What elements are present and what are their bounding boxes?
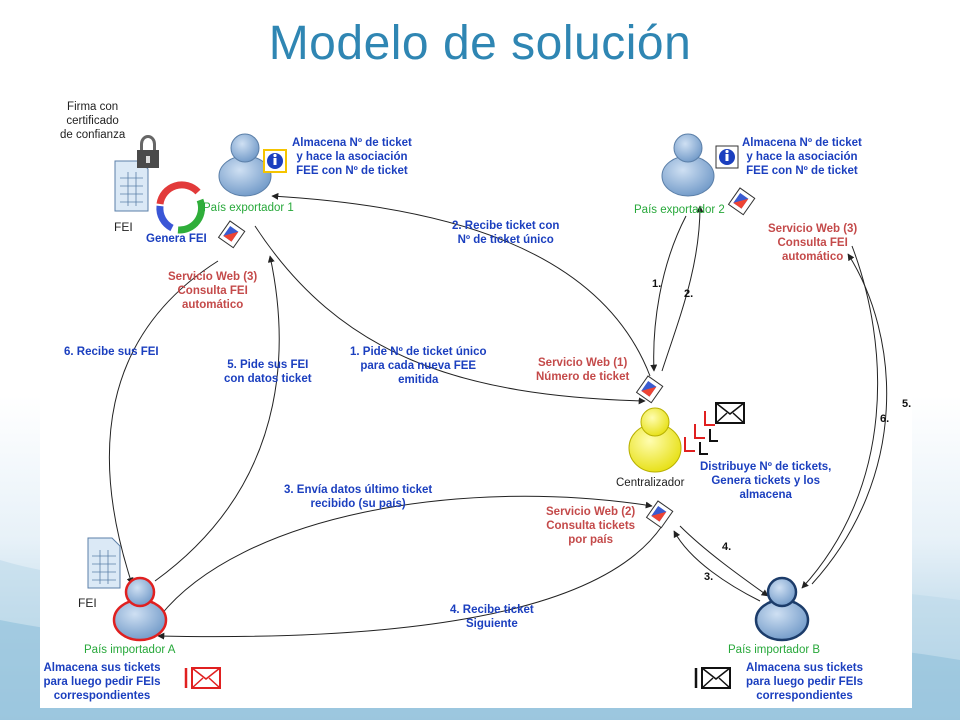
mail-stack-icon — [684, 402, 745, 455]
lock-icon — [137, 135, 159, 168]
ws1-label: Servicio Web (1)Número de ticket — [536, 357, 630, 383]
fei-bottom-label: FEI — [78, 596, 97, 610]
web-service-icon-ws1 — [635, 375, 664, 404]
r4-label: 4. — [722, 541, 732, 553]
person-importadorB-icon — [754, 576, 810, 642]
r3-label: 3. — [704, 571, 714, 583]
arrow-r3 — [673, 530, 761, 602]
mail-icon-importadorB — [694, 667, 731, 689]
arrow-r2 — [661, 205, 704, 372]
recycle-icon — [156, 181, 206, 234]
arrow-r4 — [679, 525, 769, 597]
person-importadorA-icon — [112, 576, 168, 642]
arrow-r5 — [811, 253, 888, 585]
info-icon-exp2 — [715, 145, 739, 169]
person-exportador2-icon — [661, 133, 715, 197]
arrow-r6 — [801, 245, 879, 589]
web-service-icon-ws2 — [645, 500, 674, 529]
info-icon-exp1 — [263, 149, 287, 173]
exportador2-label: País exportador 2 — [634, 204, 725, 216]
r2-label: 2. — [684, 288, 694, 300]
genera-fei-label: Genera FEI — [146, 233, 207, 245]
arrow-r1 — [650, 215, 687, 372]
person-centralizador-icon — [628, 407, 682, 473]
distribuye-label: Distribuye Nº de tickets,Genera tickets … — [700, 461, 832, 501]
arrow-6-label: 6. Recibe sus FEI — [64, 346, 159, 358]
exportador1-label: País exportador 1 — [203, 202, 294, 214]
arrow-6-recibe-fei — [108, 260, 219, 585]
slide-title: Modelo de solución — [268, 17, 692, 70]
arrow-1-pide-ticket — [254, 225, 646, 405]
arrow-5-pide-fei — [154, 255, 280, 582]
r6-label: 6. — [880, 413, 890, 425]
importadorB-label: País importador B — [728, 644, 821, 656]
centralizador-label: Centralizador — [616, 477, 685, 489]
fei-top-label: FEI — [114, 220, 133, 234]
arrow-2-recibe-ticket — [271, 192, 651, 377]
r1-label: 1. — [652, 278, 662, 290]
mail-icon-importadorA — [184, 667, 221, 689]
importadorA-label: País importador A — [84, 644, 176, 656]
diagram-graphics — [87, 133, 888, 689]
arrow-4-recibe-siguiente — [157, 525, 663, 640]
r5-label: 5. — [902, 398, 912, 410]
person-exportador1-icon — [218, 133, 272, 197]
fei-document-icon-bottom — [87, 537, 121, 589]
web-service-icon-exp2 — [727, 187, 756, 216]
web-service-icon-exp1 — [217, 220, 246, 249]
fei-document-icon-top — [114, 160, 149, 212]
arrow-3-envia-datos — [159, 495, 653, 617]
